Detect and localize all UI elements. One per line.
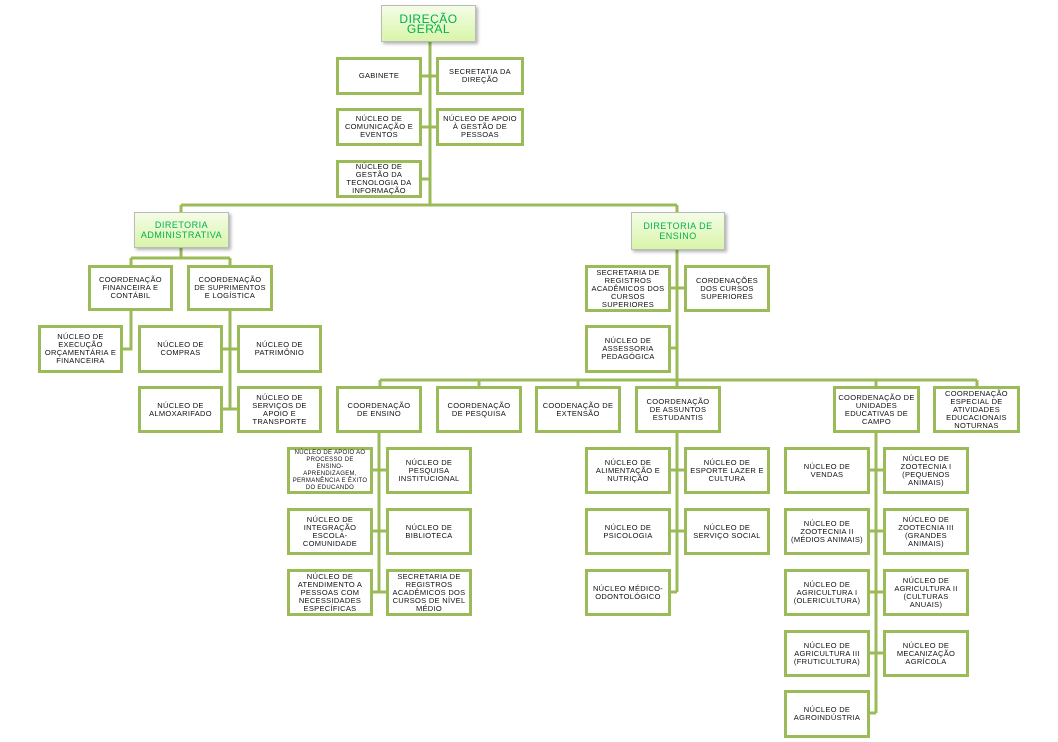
unidades-nucleo-box: NÚCLEO DE ZOOTECNIA I (PEQUENOS ANIMAIS) xyxy=(883,447,969,494)
assuntos-nucleo-box: NÚCLEO MÉDICO-ODONTOLÓGICO xyxy=(585,569,671,616)
unidades-nucleo-box: NÚCLEO DE ZOOTECNIA III (GRANDES ANIMAIS… xyxy=(883,508,969,555)
unidades-nucleo-box: NÚCLEO DE VENDAS xyxy=(784,447,870,494)
coord-assuntos-box: COORDENAÇÃO DE ASSUNTOS ESTUDANTIS xyxy=(635,386,721,433)
assuntos-nucleo-box: NÚCLEO DE ESPORTE LAZER E CULTURA xyxy=(684,447,770,494)
coord-suprimentos-box: COORDENAÇÃO DE SUPRIMENTOS E LOGÍSTICA xyxy=(187,265,273,311)
patrimonio-box: NÚCLEO DE PATRIMÔNIO xyxy=(237,325,322,373)
ensino-nucleo-box: NÚCLEO DE INTEGRAÇÃO ESCOLA-COMUNIDADE xyxy=(287,508,373,555)
unidades-nucleo-box: NÚCLEO DE AGRICULTURA I (OLERICULTURA) xyxy=(784,569,870,616)
unidades-nucleo-box: NÚCLEO DE AGROINDÚSTRIA xyxy=(784,690,870,738)
coord-unidades-box: COORDENAÇÃO DE UNIDADES EDUCATIVAS DE CA… xyxy=(833,386,920,433)
coord-extensao-box: COODENAÇÃO DE EXTENSÃO xyxy=(535,386,621,433)
compras-box: NÚCLEO DE COMPRAS xyxy=(138,325,223,373)
cord-superiores-box: CORDENAÇÕES DOS CURSOS SUPERIORES xyxy=(684,265,770,312)
diretoria-ensino-box: DIRETORIA DE ENSINO xyxy=(631,212,725,250)
coord-especial-box: COORDENAÇÃO ESPECIAL DE ATIVIDADES EDUCA… xyxy=(933,386,1020,433)
ensino-nucleo-box: NÚCLEO DE ATENDIMENTO A PESSOAS COM NECE… xyxy=(287,569,373,616)
almoxarifado-box: NÚCLEO DE ALMOXARIFADO xyxy=(138,386,223,433)
comunicacao-box: NÚCLEO DE COMUNICAÇÃO E EVENTOS xyxy=(336,108,422,146)
gestao-pessoas-box: NÚCLEO DE APOIO À GESTÃO DE PESSOAS xyxy=(436,108,524,146)
sec-superiores-box: SECRETARIA DE REGISTROS ACADÊMICOS DOS C… xyxy=(585,265,671,312)
diretoria-administrativa-box: DIRETORIA ADMINISTRATIVA xyxy=(134,212,229,248)
tecnologia-box: NÚCLEO DE GESTÃO DA TECNOLOGIA DA INFORM… xyxy=(336,160,422,198)
unidades-nucleo-box: NÚCLEO DE AGRICULTURA II (CULTURAS ANUAI… xyxy=(883,569,969,616)
assuntos-nucleo-box: NÚCLEO DE SERVIÇO SOCIAL xyxy=(684,508,770,555)
execucao-box: NÚCLEO DE EXECUÇÃO ORÇAMENTÁRIA E FINANC… xyxy=(38,325,123,373)
secretaria-direcao-box: SECRETATIA DA DIREÇÃO xyxy=(436,57,524,95)
coord-ensino-box: COORDENAÇÃO DE ENSINO xyxy=(336,386,422,433)
gabinete-box: GABINETE xyxy=(336,57,422,95)
ensino-nucleo-box: NÚCLEO DE BIBLIOTECA xyxy=(386,508,472,555)
assuntos-nucleo-box: NÚCLEO DE PSICOLOGIA xyxy=(585,508,671,555)
coord-financeira-box: COORDENAÇÃO FINANCEIRA E CONTÁBIL xyxy=(88,265,173,311)
direcao-geral-box: DIREÇÃO GERAL xyxy=(381,5,476,42)
coord-pesquisa-box: COORDENAÇÃO DE PESQUISA xyxy=(436,386,522,433)
assessoria-box: NÚCLEO DE ASSESSORIA PEDAGÓGICA xyxy=(585,325,671,373)
ensino-nucleo-box: NÚCLEO DE APOIO AO PROCESSO DE ENSINO-AP… xyxy=(287,447,373,494)
ensino-nucleo-box: NÚCLEO DE PESQUISA INSTITUCIONAL xyxy=(386,447,472,494)
unidades-nucleo-box: NÚCLEO DE ZOOTECNIA II (MÉDIOS ANIMAIS) xyxy=(784,508,870,555)
ensino-nucleo-box: SECRETARIA DE REGISTROS ACADÊMICOS DOS C… xyxy=(386,569,472,616)
unidades-nucleo-box: NÚCLEO DE AGRICULTURA III (FRUTICULTURA) xyxy=(784,630,870,677)
assuntos-nucleo-box: NÚCLEO DE ALIMENTAÇÃO E NUTRIÇÃO xyxy=(585,447,671,494)
unidades-nucleo-box: NÚCLEO DE MECANIZAÇÃO AGRÍCOLA xyxy=(883,630,969,677)
servicos-box: NÚCLEO DE SERVIÇOS DE APOIO E TRANSPORTE xyxy=(237,386,322,433)
